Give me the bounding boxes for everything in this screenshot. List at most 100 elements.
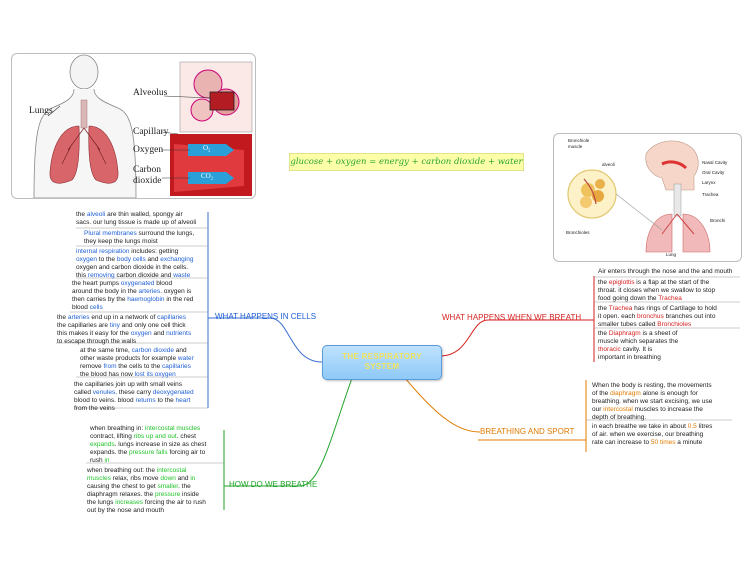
t: returns [135, 397, 156, 404]
t: blood [72, 304, 90, 311]
t: forcing air to [167, 449, 206, 456]
label-dioxide: dioxide [133, 176, 162, 186]
note-body-resting[interactable]: When the body is resting, the movements … [592, 382, 712, 422]
t: expands [90, 441, 115, 448]
t: food going down the [598, 295, 659, 302]
t: surround the lungs, [136, 230, 195, 237]
t: has rings of Cartilage to hold [632, 305, 717, 312]
t: oxygen and carbon dioxide in the cells. [76, 264, 189, 271]
t: and [151, 330, 167, 337]
t: around the body in the [72, 288, 139, 295]
label-lung: Lung [666, 252, 677, 257]
t: to the [96, 256, 117, 263]
t: branches out into [663, 313, 716, 320]
branch-how-do-we-breathe[interactable]: HOW DO WE BREATHE [229, 480, 318, 489]
t: and only one cell thick [119, 322, 186, 329]
t: Bronchioles [657, 321, 692, 328]
label-capillary: Capillary [133, 127, 169, 137]
t: lost its oxygen [134, 371, 176, 378]
t: a minute [675, 439, 703, 446]
t: called [74, 389, 93, 396]
t: throat. it closes when we swallow to sto… [598, 287, 716, 294]
label-bronchiole: Bronchiole [568, 138, 590, 143]
central-topic[interactable]: THE RESPIRATORY SYSTEM [322, 345, 442, 380]
note-epiglottis[interactable]: the epiglottis is a flap at the start of… [598, 279, 715, 303]
note-capillaries[interactable]: the arteries end up in a network of capi… [57, 314, 191, 346]
lungs-illustration: Lungs Alveolus Capillary Oxygen Carbon d… [11, 53, 256, 199]
t: epiglottis [608, 279, 635, 286]
note-breathing-in[interactable]: when breathing in: intercostal muscles c… [90, 425, 206, 465]
t: the [76, 211, 87, 218]
t: this [76, 272, 88, 279]
branch-what-happens-when-we-breath[interactable]: WHAT HAPPENS WHEN WE BREATH [442, 313, 582, 322]
t: breathing. when we start excising, we us… [592, 398, 713, 405]
t: diaphragm [610, 390, 641, 397]
t: at the same time, [80, 347, 132, 354]
t: cavity. It is [620, 346, 653, 353]
note-breathing-out[interactable]: when breathing out: the intercostal musc… [87, 467, 206, 515]
t: blood to veins. blood [74, 397, 136, 404]
label-bronchioles: Bronchioles [566, 230, 590, 235]
note-internal-respiration[interactable]: internal respiration includes: getting o… [76, 248, 193, 280]
t: this makes it easy for the [57, 330, 131, 337]
t: then carries by the [72, 296, 128, 303]
t: When the body is resting, the movements [592, 382, 712, 389]
t: litres [696, 423, 713, 430]
central-topic-line2: SYSTEM [364, 362, 400, 371]
t: is a sheet of [640, 330, 678, 337]
t: alone is enough for [640, 390, 698, 397]
t: in the red [164, 296, 194, 303]
t: smaller tubes called [598, 321, 658, 328]
t: in [104, 457, 110, 464]
label-oxygen: Oxygen [133, 145, 164, 155]
branch-what-happens-in-cells[interactable]: WHAT HAPPENS IN CELLS [215, 312, 317, 321]
label-o2: O₂ [203, 144, 211, 152]
t: when breathing out: the [87, 467, 157, 474]
t: in [190, 475, 196, 482]
t: pressure falls [129, 449, 168, 456]
t: is a flap at the start of the [634, 279, 710, 286]
note-same-time[interactable]: at the same time, carbon dioxide and oth… [80, 347, 194, 379]
t: the lungs [87, 499, 116, 506]
t: blood [154, 280, 173, 287]
t: the capillaries are [57, 322, 110, 329]
note-plural-membranes[interactable]: Plural membranes surround the lungs, the… [84, 230, 194, 246]
t: contract, lifting [90, 433, 134, 440]
note-each-breath[interactable]: in each breathe we take in about 0.5 lit… [592, 423, 712, 447]
note-alveoli[interactable]: the alveoli are thin walled, spongy air … [76, 211, 196, 227]
t: intercostal [156, 467, 187, 474]
t: 0.5 [687, 423, 697, 430]
label-carbon: Carbon [133, 165, 161, 175]
t: causing the chest to get [87, 483, 158, 490]
t: Trachea [608, 305, 633, 312]
label-larynx: Larynx [702, 180, 716, 185]
t: venules [92, 389, 116, 396]
t: Air enters through the nose and the and … [598, 268, 733, 275]
t: Plural membranes [84, 230, 137, 237]
t: carbon dioxide and [114, 272, 174, 279]
t: 50 times [650, 439, 676, 446]
t: the capillaries join up with small veins [74, 381, 183, 388]
branch-breathing-and-sport[interactable]: BREATHING AND SPORT [480, 427, 575, 436]
t: they keep the lungs moist [84, 238, 158, 245]
t: forcing the air to rush [143, 499, 206, 506]
t: from the veins [74, 405, 115, 412]
t: cells [89, 304, 103, 311]
anatomy-drawing [567, 140, 711, 253]
lungs-drawing [33, 54, 253, 198]
respiration-equation: glucose + oxygen = energy + carbon dioxi… [289, 153, 524, 171]
note-diaphragm[interactable]: the Diaphragm is a sheet of muscle which… [598, 330, 678, 362]
note-heart-pumps[interactable]: the heart pumps oxygenated blood around … [72, 280, 193, 312]
note-venules[interactable]: the capillaries join up with small veins… [74, 381, 194, 413]
t: bronchus [637, 313, 664, 320]
t: the [598, 330, 609, 337]
note-air-enters[interactable]: Air enters through the nose and the and … [598, 268, 732, 276]
t: includes: getting [129, 248, 179, 255]
t: capillaries [162, 363, 191, 370]
note-trachea[interactable]: the Trachea has rings of Cartilage to ho… [598, 305, 717, 329]
t: arteries [138, 288, 161, 295]
t: to escape through the walls [57, 338, 137, 345]
label-muscle: muscle [568, 144, 583, 149]
t: oxygen [130, 330, 152, 337]
